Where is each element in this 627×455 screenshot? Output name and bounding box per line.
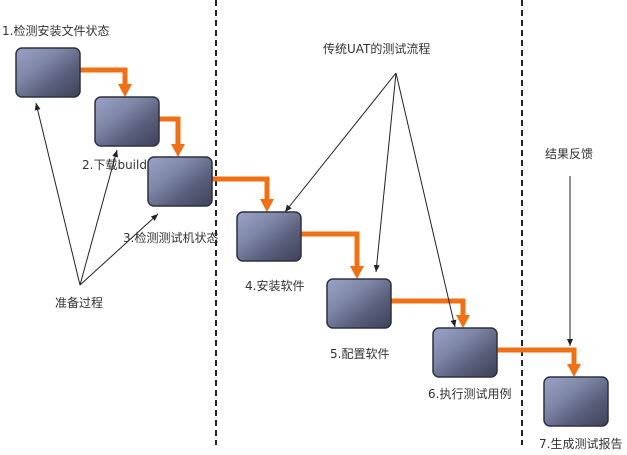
flow-arrow-1-2 xyxy=(80,67,128,86)
step-box-5 xyxy=(326,278,392,329)
step-box-7 xyxy=(543,376,609,427)
pointer-prepare-2 xyxy=(79,149,119,286)
flow-arrow-4-5 xyxy=(301,231,360,268)
flow-arrow-6-7 xyxy=(497,347,577,366)
flow-arrowhead-2-3 xyxy=(171,144,185,157)
flow-arrow-5-6 xyxy=(391,298,466,317)
flow-arrowhead-5-6 xyxy=(456,315,470,328)
step-box-4 xyxy=(236,211,302,262)
step-label-4: 4.安装软件 xyxy=(245,279,305,293)
pointer-uat-4 xyxy=(284,72,397,213)
pointer-prepare-3 xyxy=(79,213,159,286)
flow-arrow-2-3 xyxy=(159,116,181,146)
step-box-1 xyxy=(15,47,81,98)
pointer-prepare-1 xyxy=(34,102,81,286)
step-box-2 xyxy=(94,96,160,147)
group-label-prepare: 准备过程 xyxy=(55,296,104,310)
flow-arrowhead-6-7 xyxy=(567,364,581,377)
step-label-7: 7.生成测试报告 xyxy=(539,437,623,451)
step-label-2: 2.下载build xyxy=(82,158,147,172)
pointer-uat-5 xyxy=(373,72,397,273)
flow-arrowhead-1-2 xyxy=(118,84,132,97)
step-box-3 xyxy=(147,156,213,207)
step-label-3: 3.检测测试机状态 xyxy=(123,231,219,245)
step-label-1: 1.检测安装文件状态 xyxy=(2,24,110,38)
flow-arrow-3-4 xyxy=(212,176,270,201)
pointer-uat-6 xyxy=(395,72,457,328)
group-label-feedback: 结果反馈 xyxy=(545,147,594,161)
step-label-5: 5.配置软件 xyxy=(330,347,390,361)
step-label-6: 6.执行测试用例 xyxy=(428,387,512,401)
group-label-uat: 传统UAT的测试流程 xyxy=(323,42,431,56)
flow-arrowhead-3-4 xyxy=(260,199,274,212)
flow-arrowhead-4-5 xyxy=(350,266,364,279)
step-box-6 xyxy=(432,327,498,378)
